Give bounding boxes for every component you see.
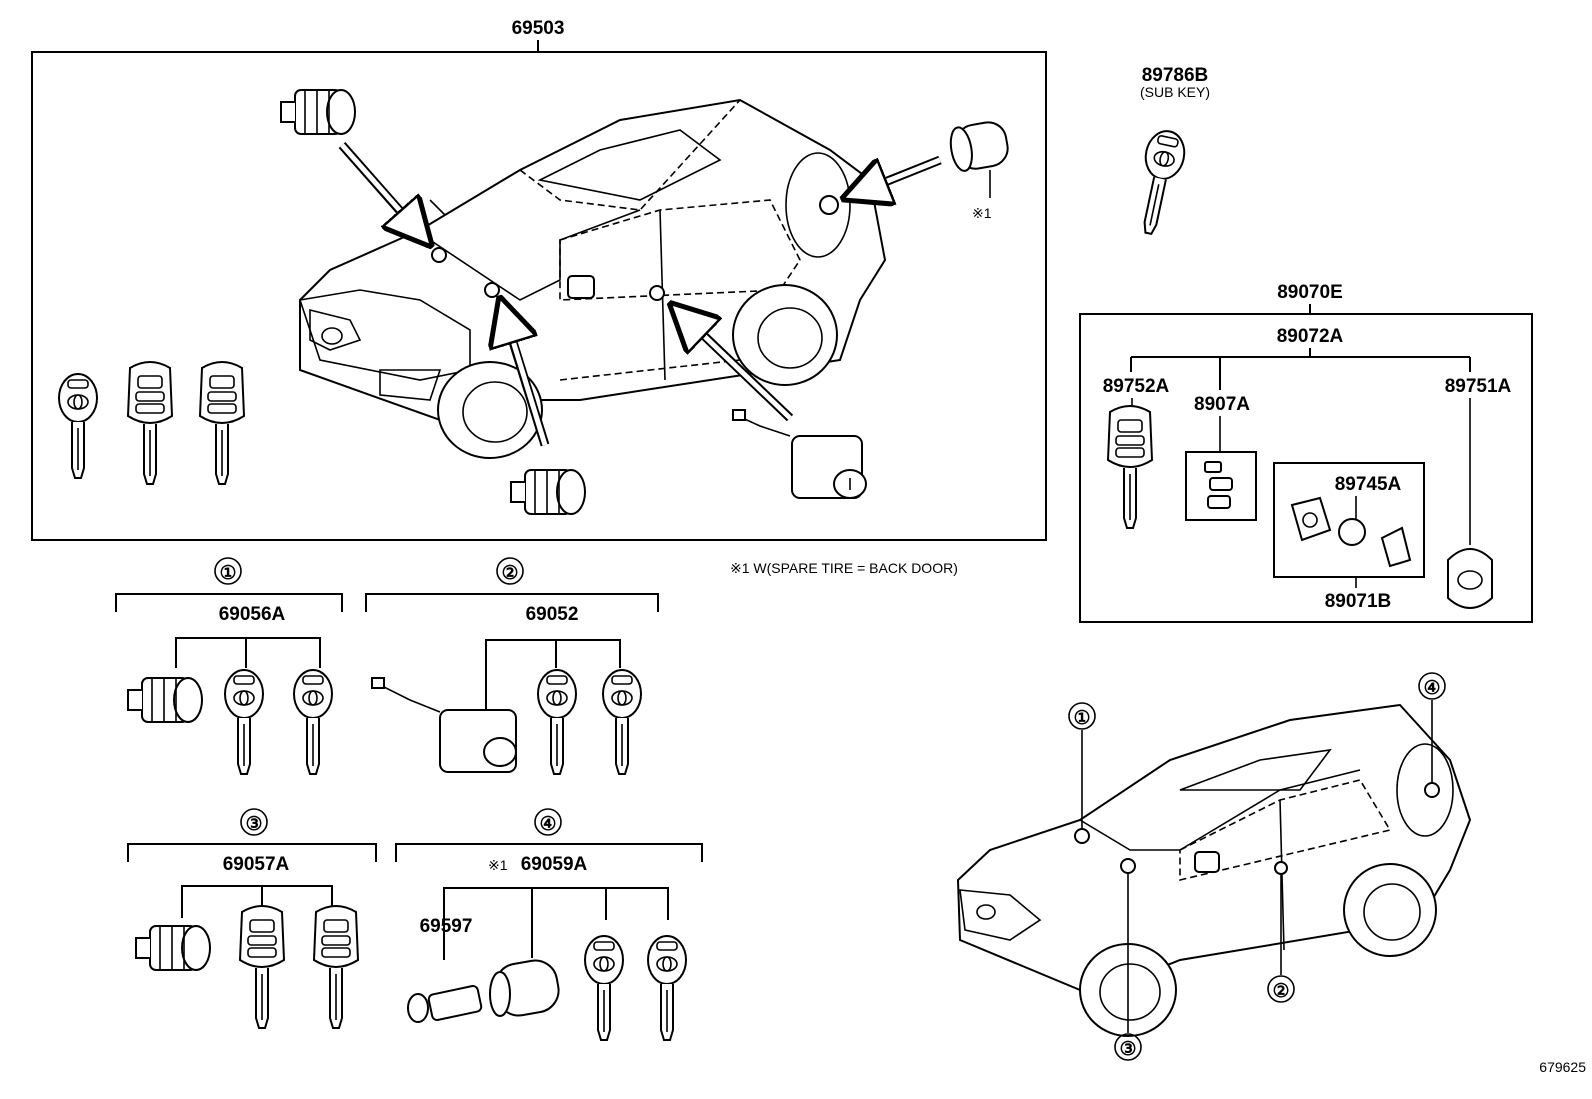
kit-1-key-a xyxy=(224,669,264,775)
kit-2-key-a xyxy=(537,669,577,775)
kit-4-key-b xyxy=(647,935,687,1041)
key-plain-1 xyxy=(58,373,98,479)
transmitter-set-frame xyxy=(1079,313,1533,623)
main-assembly-frame xyxy=(31,51,1047,541)
kit-3-part: 69057A xyxy=(223,854,290,875)
spare-tire-note: ※1 W(SPARE TIRE = BACK DOOR) xyxy=(730,560,958,576)
kit-4-prefix: ※1 xyxy=(488,857,508,873)
transmitter-item-2: 8907A xyxy=(1194,394,1250,415)
kit-2-door-cylinder xyxy=(371,677,517,773)
button-pad xyxy=(1204,461,1233,509)
transmitter-set-part-number: 89070E xyxy=(1277,282,1343,303)
kit-1-number: ① xyxy=(219,563,236,584)
callout-1: ① xyxy=(1073,708,1090,729)
kit-4-small-cylinder xyxy=(407,985,483,1023)
hood-lock-cylinder xyxy=(280,89,356,135)
spare-tire-marker: ※1 xyxy=(972,205,992,221)
transmitter-item-5: 89071B xyxy=(1325,591,1392,612)
kit-4-number: ④ xyxy=(539,814,556,835)
kit-1-cylinder xyxy=(127,677,203,723)
kit-2-number: ② xyxy=(501,563,518,584)
transmitter-board xyxy=(1290,496,1332,542)
vehicle-illustration-callouts xyxy=(956,703,1472,1037)
kit-4-spare-cylinder xyxy=(489,959,560,1017)
transmitter-key xyxy=(1107,405,1153,529)
kit-3-cylinder xyxy=(135,925,211,971)
cover-plate xyxy=(1380,526,1412,568)
kit-2-key-b xyxy=(602,669,642,775)
key-remote-1 xyxy=(127,361,173,485)
ignition-cylinder xyxy=(510,469,586,515)
sub-key-part-number: 89786B xyxy=(1142,65,1209,86)
sub-key xyxy=(1128,126,1190,239)
kit-1-part: 69056A xyxy=(219,604,286,625)
kit-2-part: 69052 xyxy=(526,604,579,625)
kit-3-key-a xyxy=(239,905,285,1029)
kit-1-key-b xyxy=(293,669,333,775)
vehicle-illustration-top xyxy=(298,98,887,459)
spare-tire-cylinder xyxy=(949,121,1009,172)
kit-4-extra-part: 69597 xyxy=(420,916,473,937)
callout-2: ② xyxy=(1272,981,1289,1002)
kit-3-number: ③ xyxy=(245,814,262,835)
transmitter-item-4: 89745A xyxy=(1335,474,1402,495)
callout-3: ③ xyxy=(1119,1039,1136,1060)
key-remote-2 xyxy=(199,361,245,485)
sub-key-label: (SUB KEY) xyxy=(1140,84,1210,100)
kit-3-key-b xyxy=(313,905,359,1029)
door-lock-cylinder xyxy=(732,409,867,499)
transmitter-item-3: 89751A xyxy=(1445,376,1512,397)
transmitter-sub-part-number: 89072A xyxy=(1277,326,1344,347)
transmitter-item-1: 89752A xyxy=(1103,376,1170,397)
callout-4: ④ xyxy=(1423,678,1440,699)
main-assembly-part-number: 69503 xyxy=(512,18,565,39)
illustration-id: 679625 xyxy=(1539,1059,1586,1075)
transmitter-fob xyxy=(1447,548,1493,609)
kit-4-key-a xyxy=(584,935,624,1041)
battery xyxy=(1338,518,1366,546)
kit-4-part: 69059A xyxy=(521,854,588,875)
